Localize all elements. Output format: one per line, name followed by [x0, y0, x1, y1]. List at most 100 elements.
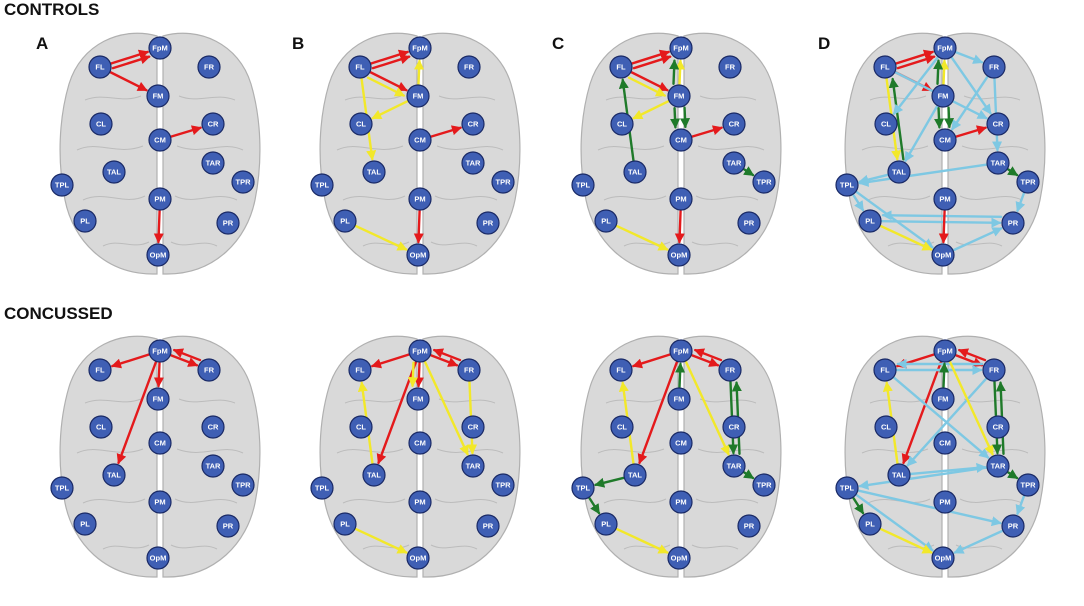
node-tar — [461, 454, 485, 478]
node-fpm — [933, 339, 957, 363]
node-tpl — [310, 476, 334, 500]
node-pl — [333, 209, 357, 233]
node-fpm — [148, 36, 172, 60]
node-label-tar: TAR — [466, 159, 481, 168]
node-label-cr: CR — [993, 423, 1004, 432]
node-cr — [461, 112, 485, 136]
arrow-pm-to-opm — [413, 209, 424, 244]
node-cm — [669, 128, 693, 152]
arrow-fm-to-fpm — [939, 59, 950, 86]
node-label-tpr: TPR — [236, 178, 252, 187]
node-label-fm: FM — [674, 395, 685, 404]
arrow-fl-to-fpm — [895, 49, 935, 65]
node-label-pm: PM — [154, 195, 165, 204]
node-label-cm: CM — [675, 136, 687, 145]
arrow-fpm-to-tal — [116, 361, 158, 465]
node-label-tpr: TPR — [757, 481, 773, 490]
node-tal — [887, 160, 911, 184]
node-pl — [333, 512, 357, 536]
node-cl — [874, 112, 898, 136]
brain-sulcus — [84, 95, 142, 101]
node-label-tar: TAR — [727, 159, 742, 168]
node-label-fr: FR — [464, 366, 475, 375]
node-pm — [933, 187, 957, 211]
connection-arrows — [109, 49, 203, 244]
node-fl — [88, 358, 112, 382]
connection-arrows — [354, 49, 463, 251]
node-fr — [457, 358, 481, 382]
node-label-tal: TAL — [107, 471, 121, 480]
node-label-fr: FR — [204, 63, 215, 72]
arrow-cm-to-cr — [955, 125, 988, 138]
node-label-fpm: FpM — [412, 347, 427, 356]
node-cm — [933, 431, 957, 455]
node-pm — [148, 187, 172, 211]
brain-sulcus — [430, 544, 478, 550]
node-fm — [406, 84, 430, 108]
arrow-fl-to-fpm — [631, 49, 671, 65]
arrow-pl-to-pr — [880, 217, 1002, 228]
brain-sulcus — [603, 498, 667, 504]
node-tpr — [491, 170, 515, 194]
node-fm — [146, 84, 170, 108]
arrow-tar-to-tpl — [858, 163, 988, 187]
node-label-opm: OpM — [150, 251, 167, 260]
brain-sulcus — [82, 195, 146, 201]
brain-sulcus — [174, 195, 238, 201]
node-label-fl: FL — [355, 366, 365, 375]
panel-letter-c: C — [552, 34, 565, 53]
node-label-cl: CL — [881, 120, 891, 129]
node-tpr — [752, 170, 776, 194]
node-label-tal: TAL — [628, 471, 642, 480]
node-fpm — [933, 36, 957, 60]
node-fl — [348, 55, 372, 79]
panel-letter-d: D — [818, 34, 831, 53]
node-label-tpl: TPL — [55, 484, 70, 493]
brain-sulcus — [84, 398, 142, 404]
brain-sulcus — [176, 448, 244, 454]
brain-sulcus — [691, 544, 739, 550]
node-pl — [858, 512, 882, 536]
node-tpl — [571, 476, 595, 500]
arrow-tpl-to-pl — [852, 496, 865, 515]
arrow-pl-to-opm — [615, 527, 669, 554]
node-label-fm: FM — [413, 395, 424, 404]
node-label-pr: PR — [223, 219, 234, 228]
node-fl — [609, 358, 633, 382]
node-cr — [722, 112, 746, 136]
arrow-fpm-to-fr — [954, 51, 984, 64]
node-tar — [201, 151, 225, 175]
node-label-pl: PL — [80, 217, 90, 226]
brain-sulcus — [695, 498, 759, 504]
arrow-fpm-to-fm — [407, 361, 418, 388]
node-pl — [594, 512, 618, 536]
node-label-fr: FR — [989, 63, 1000, 72]
node-pl — [73, 209, 97, 233]
node-tpr — [1016, 473, 1040, 497]
arrow-pl-to-opm — [354, 224, 408, 251]
node-cr — [201, 415, 225, 439]
arrow-fm-to-cl — [371, 100, 409, 120]
brain-sulcus — [436, 145, 504, 151]
brain-sulcus — [603, 195, 667, 201]
arrow-fpm-to-fl — [370, 353, 410, 369]
node-label-cl: CL — [617, 423, 627, 432]
node-label-opm: OpM — [671, 554, 688, 563]
node-label-fm: FM — [938, 395, 949, 404]
node-opm — [931, 243, 955, 267]
arrow-fm-to-fpm — [939, 362, 950, 389]
arrow-fr-to-fpm — [957, 348, 987, 362]
node-opm — [667, 243, 691, 267]
brain-sulcus — [605, 398, 663, 404]
arrow-fpm-to-fl — [631, 353, 671, 369]
node-tpl — [310, 173, 334, 197]
node-label-pr: PR — [744, 219, 755, 228]
arrow-fl-to-fpm — [371, 54, 411, 70]
node-label-opm: OpM — [150, 554, 167, 563]
